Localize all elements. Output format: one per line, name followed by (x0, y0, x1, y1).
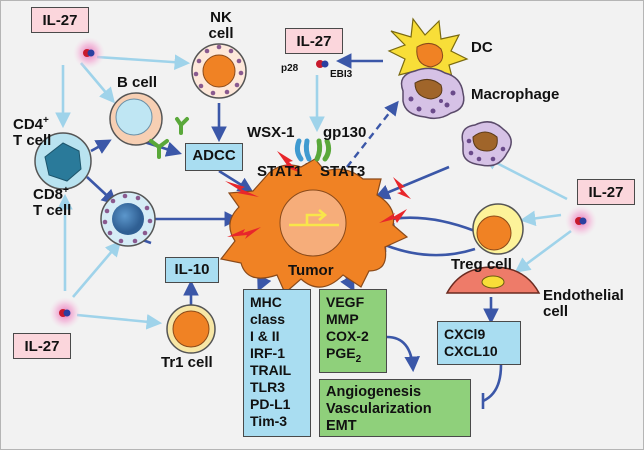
chemokine-box: CXCl9 CXCL10 (437, 321, 521, 365)
endothelial-cell (445, 266, 541, 294)
nk-cell (191, 43, 247, 99)
b-cell (109, 92, 163, 146)
angiogenic-factor-item: MMP (326, 311, 359, 327)
il27-label-top-left: IL-27 (31, 7, 89, 33)
nk-cell-label: NK cell (206, 10, 236, 42)
il27-label-bottom-left: IL-27 (13, 333, 71, 359)
macrophage-label: Macrophage (471, 86, 560, 103)
cd4-t-cell (34, 132, 92, 190)
angiogenic-factor-item: COX-2 (326, 328, 369, 344)
dashed-arrow (346, 100, 399, 168)
cd8-label-line2: T cell (33, 202, 72, 219)
tr1-cell-label: Tr1 cell (161, 354, 213, 371)
b-cell-label: B cell (117, 74, 158, 91)
cd4-label-line2: T cell (13, 132, 52, 149)
immune-target-item: Tim-3 (250, 413, 288, 429)
il27-molecule-top-left (73, 37, 105, 69)
stat1-label: STAT1 (257, 163, 303, 180)
angiogenic-factor-item: PGE2 (326, 345, 362, 365)
il27-molecule-right (565, 205, 597, 237)
adcc-box: ADCC (185, 143, 243, 171)
gp130-label: gp130 (323, 124, 367, 141)
il27-molecule-top (316, 60, 329, 68)
angiogenic-factors-box: VEGF MMP COX-2 PGE2 (319, 289, 387, 373)
outcome-item: Vascularization (326, 401, 432, 417)
nk-cell-label-line1: NK (210, 9, 232, 26)
treg-cell (472, 203, 524, 255)
immune-target-item: TLR3 (250, 379, 285, 395)
immune-target-item: TRAIL (250, 362, 292, 378)
dendritic-cell (387, 17, 469, 89)
cd8-t-cell-label: CD8+ T cell (33, 183, 71, 219)
outcome-item: Angiogenesis (326, 384, 422, 400)
treg-cell-label: Treg cell (451, 256, 512, 273)
endothelial-label-line1: Endothelial (543, 287, 624, 304)
outcomes-box: Angiogenesis Vascularization EMT (319, 379, 471, 437)
immune-target-item: class (250, 311, 286, 327)
cd8-label-line1: CD8+ (33, 185, 69, 203)
immune-targets-box: MHC class I & II IRF-1 TRAIL TLR3 PD-L1 … (243, 289, 311, 437)
angiogenic-factor-item: VEGF (326, 294, 365, 310)
chemokine-item: CXCL10 (444, 343, 498, 359)
outcome-item: EMT (326, 418, 357, 434)
il27-signaling-arrows (55, 54, 572, 330)
antibody-icon (149, 117, 189, 159)
dc-label: DC (471, 39, 493, 56)
suppressive-macrophage (461, 121, 512, 167)
cd4-label-line1: CD4+ (13, 115, 49, 133)
il27-molecule-bottom-left (49, 297, 81, 329)
cd4-t-cell-label: CD4+ T cell (13, 113, 51, 149)
tumor-label: Tumor (288, 262, 334, 279)
tr1-cell (166, 304, 216, 354)
tumor-cell (219, 158, 409, 294)
immune-target-item: MHC (250, 294, 282, 310)
gene-transcription-icon (289, 209, 339, 227)
il10-box: IL-10 (165, 257, 219, 283)
macrophage-cell (400, 67, 465, 120)
cd8-t-cell (100, 191, 156, 247)
lightning-bolts (225, 151, 411, 239)
endothelial-cell-label: Endothelial cell (543, 288, 624, 320)
ebi3-label: EBI3 (330, 69, 353, 80)
p28-label: p28 (281, 63, 299, 74)
il27-label-top: IL-27 (285, 28, 343, 54)
immune-target-item: I & II (250, 328, 280, 344)
endothelial-label-line2: cell (543, 303, 569, 320)
nk-cell-label-line2: cell (208, 25, 234, 42)
wsx1-gp130-receptor (294, 138, 332, 162)
chemokine-item: CXCl9 (444, 326, 486, 342)
il27-label-right: IL-27 (577, 179, 635, 205)
immune-target-item: PD-L1 (250, 396, 291, 412)
immune-target-item: IRF-1 (250, 345, 285, 361)
stat3-label: STAT3 (320, 163, 366, 180)
wsx1-label: WSX-1 (247, 124, 295, 141)
